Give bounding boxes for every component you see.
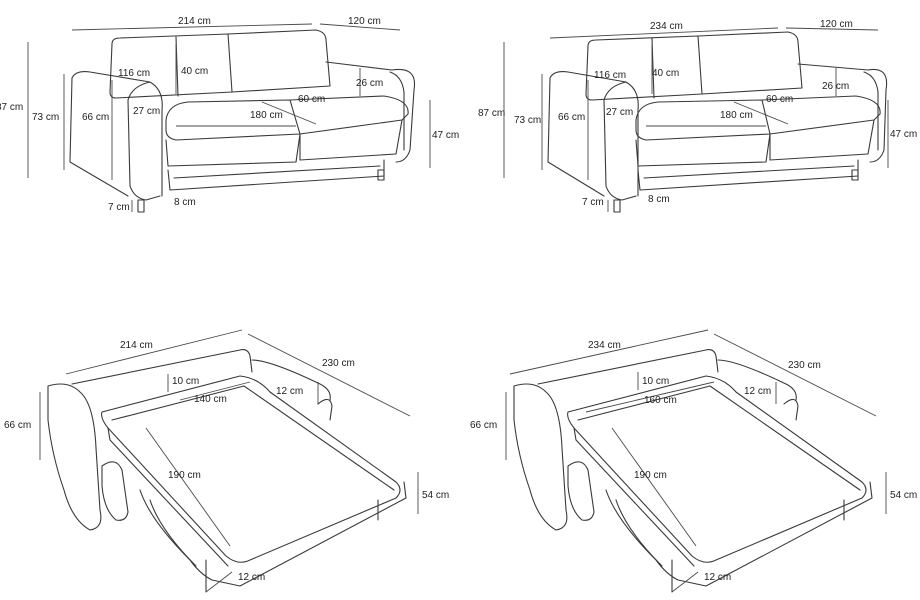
sofa-outline — [547, 31, 888, 213]
label-back-height: 73 cm — [514, 115, 541, 126]
bed-outline — [513, 349, 873, 593]
bed-labels: 214 cm 230 cm 66 cm 10 cm 140 cm 12 cm 1… — [4, 340, 449, 583]
label-cushion-height: 40 cm — [181, 66, 208, 77]
bed-dimension-lines — [505, 329, 887, 593]
label-width: 214 cm — [178, 16, 211, 27]
label-bottom-gap: 12 cm — [238, 572, 265, 583]
label-bed-height: 54 cm — [422, 490, 449, 501]
label-mattress-width: 140 cm — [194, 394, 227, 405]
bed-dimension-lines — [39, 329, 419, 593]
label-back-height: 73 cm — [32, 112, 59, 123]
label-arm-height: 66 cm — [470, 420, 497, 431]
sofa-labels: 214 cm 120 cm 87 cm 73 cm 66 cm 116 cm 4… — [0, 16, 459, 213]
label-top-gap: 10 cm — [642, 376, 669, 387]
label-total-height: 87 cm — [0, 102, 23, 113]
label-leg-height: 7 cm — [582, 197, 604, 208]
label-mattress-length: 190 cm — [634, 470, 667, 481]
bed-drawing-234: 234 cm 230 cm 66 cm 10 cm 160 cm 12 cm 1… — [470, 329, 917, 593]
label-bottom-gap: 12 cm — [704, 572, 731, 583]
label-side-gap: 12 cm — [276, 386, 303, 397]
label-arm-height: 66 cm — [558, 112, 585, 123]
label-leg-width: 8 cm — [174, 197, 196, 208]
label-top-gap: 10 cm — [172, 376, 199, 387]
label-width: 214 cm — [120, 340, 153, 351]
sofa-dimension-lines — [27, 23, 431, 212]
sofa-dimension-lines — [503, 27, 889, 212]
label-width: 234 cm — [588, 340, 621, 351]
label-total-height: 87 cm — [478, 108, 505, 119]
label-seat-height: 47 cm — [432, 130, 459, 141]
sofa-drawing-234: 234 cm 120 cm 87 cm 73 cm 66 cm 116 cm 4… — [478, 19, 917, 213]
label-arm-height: 66 cm — [82, 112, 109, 123]
label-bed-height: 54 cm — [890, 490, 917, 501]
label-seat-width: 180 cm — [250, 110, 283, 121]
label-back-cushion-depth: 116 cm — [594, 70, 626, 81]
label-length: 230 cm — [322, 358, 355, 369]
label-mattress-width: 160 cm — [644, 395, 677, 406]
label-seat-height: 47 cm — [890, 129, 917, 140]
label-cushion-height: 40 cm — [652, 68, 679, 79]
sofa-outline — [69, 29, 416, 213]
bed-outline — [47, 349, 407, 593]
bed-labels: 234 cm 230 cm 66 cm 10 cm 160 cm 12 cm 1… — [470, 340, 917, 583]
label-arm-width: 27 cm — [133, 106, 160, 117]
label-back-cushion-depth: 116 cm — [118, 68, 150, 79]
label-length: 230 cm — [788, 360, 821, 371]
label-leg-width: 8 cm — [648, 194, 670, 205]
sofa-drawing-214: 214 cm 120 cm 87 cm 73 cm 66 cm 116 cm 4… — [0, 16, 459, 213]
label-depth: 120 cm — [820, 19, 853, 30]
label-back-depth: 26 cm — [822, 81, 849, 92]
label-arm-width: 27 cm — [606, 107, 633, 118]
label-depth: 120 cm — [348, 16, 381, 27]
label-back-depth: 26 cm — [356, 78, 383, 89]
label-seat-depth: 60 cm — [766, 94, 793, 105]
label-width: 234 cm — [650, 21, 683, 32]
label-mattress-length: 190 cm — [168, 470, 201, 481]
label-leg-height: 7 cm — [108, 202, 130, 213]
label-side-gap: 12 cm — [744, 386, 771, 397]
bed-drawing-214: 214 cm 230 cm 66 cm 10 cm 140 cm 12 cm 1… — [4, 329, 449, 593]
label-seat-width: 180 cm — [720, 110, 753, 121]
label-seat-depth: 60 cm — [298, 94, 325, 105]
label-arm-height: 66 cm — [4, 420, 31, 431]
sofa-labels: 234 cm 120 cm 87 cm 73 cm 66 cm 116 cm 4… — [478, 19, 917, 208]
